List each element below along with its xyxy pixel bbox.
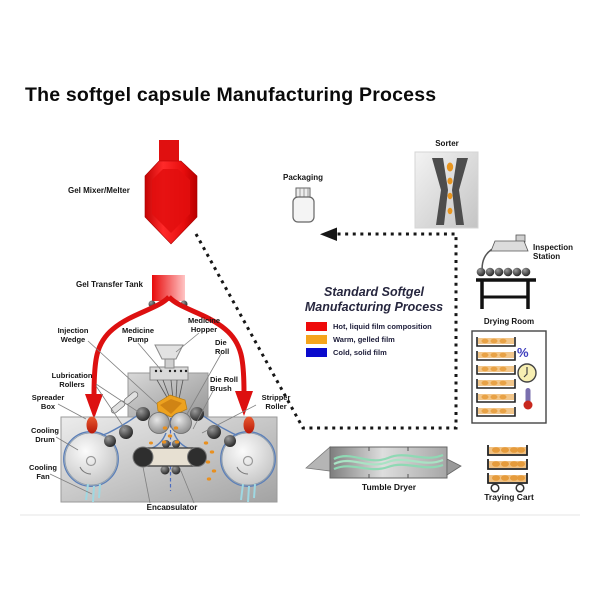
- dotted-arrowhead: [320, 227, 337, 241]
- tumble-dryer-shape: [305, 446, 462, 479]
- drying-room-label: Drying Room: [483, 317, 535, 326]
- injection-wedge-shape: [156, 394, 188, 418]
- lubrication-rollers-label: Lubrication Rollers: [51, 371, 93, 389]
- die-roll-right: [170, 412, 192, 434]
- packaging-label: Packaging: [282, 173, 323, 182]
- legend-item: Warm, gelled film: [306, 335, 432, 344]
- encapsulator-machine: [60, 344, 278, 503]
- hot-gel-flow-arrows: [85, 295, 253, 419]
- legend-label-cold: Cold, solid film: [333, 348, 387, 357]
- legend-item: Hot, liquid film composition: [306, 322, 432, 331]
- cart-wheel-left: [490, 483, 500, 493]
- inspection-station-label: Inspection Station: [533, 243, 574, 261]
- gel-transfer-tank-label: Gel Transfer Tank: [76, 280, 143, 289]
- medicine-pump-label: Medicine Pump: [121, 326, 155, 344]
- tumble-dryer-label: Tumble Dryer: [361, 482, 417, 492]
- legend-swatch-warm: [306, 335, 327, 344]
- injection-wedge-label: Injection Wedge: [57, 326, 89, 344]
- die-roll-label: Die Roll: [215, 338, 230, 356]
- drying-room-shape: [471, 330, 547, 424]
- cart-wheel-right: [515, 483, 525, 493]
- lubrication-rollers-shape: [110, 391, 139, 414]
- legend-swatch-cold: [306, 348, 327, 357]
- inspection-station-shape: [476, 234, 536, 309]
- stripper-feed-shape: [243, 416, 255, 434]
- humidity-percent-symbol: %: [517, 345, 529, 360]
- sorter-shape: [414, 151, 479, 229]
- legend-label-warm: Warm, gelled film: [333, 335, 395, 344]
- medicine-hopper-label: Medicine Hopper: [187, 316, 221, 334]
- cooling-drum-label: Cooling Drum: [31, 426, 59, 444]
- leader-lines: [49, 332, 257, 504]
- legend-label-hot: Hot, liquid film composition: [333, 322, 432, 331]
- legend-item: Cold, solid film: [306, 348, 432, 357]
- medicine-hopper-shape: [154, 344, 184, 369]
- thermometer-icon: [523, 388, 533, 410]
- clock-icon: [517, 363, 537, 383]
- gel-mixer-vessel: [144, 140, 198, 245]
- packaging-bottle: [292, 187, 315, 223]
- legend-title: Standard Softgel Manufacturing Process: [304, 285, 444, 314]
- guide-rollers: [104, 407, 236, 475]
- drying-trays: [476, 337, 516, 417]
- page-title: The softgel capsule Manufacturing Proces…: [25, 84, 437, 106]
- spreader-box-label: Spreader Box: [31, 393, 65, 411]
- stripper-roller-label: Stripper Roller: [261, 393, 291, 411]
- sorter-label: Sorter: [435, 139, 459, 148]
- traying-cart-label: Traying Cart: [484, 492, 534, 502]
- legend-swatch-hot: [306, 322, 327, 331]
- die-roll-left: [148, 412, 170, 434]
- spreader-box-shape: [86, 416, 98, 434]
- dotted-flow-path: [194, 227, 458, 430]
- encapsulator-label: Encapsulator: [146, 503, 198, 510]
- medicine-pump-shape: [149, 366, 189, 381]
- die-roll-brush-label: Die Roll Brush: [210, 375, 238, 393]
- cooling-fan-label: Cooling Fan: [29, 463, 57, 481]
- traying-cart-shape: [487, 445, 528, 493]
- gel-mixer-label: Gel Mixer/Melter: [68, 186, 130, 195]
- process-legend: Hot, liquid film composition Warm, gelle…: [306, 322, 432, 361]
- conveyor-belt: [132, 446, 207, 468]
